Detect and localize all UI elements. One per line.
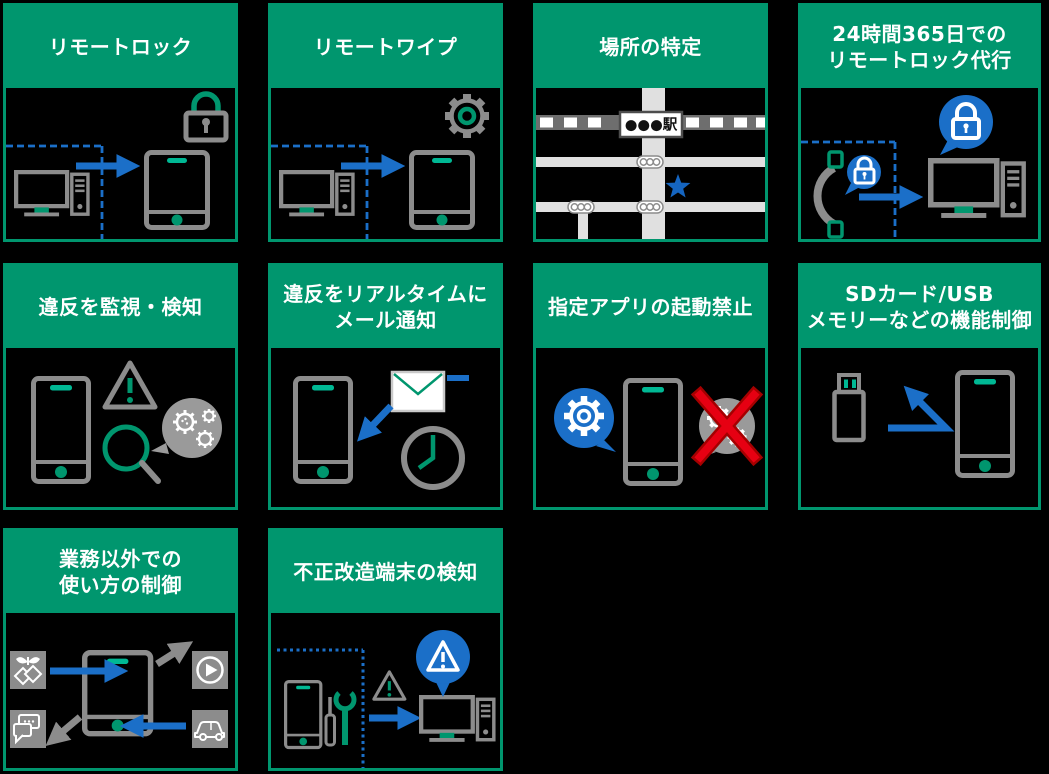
smartphone-icon [34,379,89,482]
card-title: 指定アプリの起動禁止 [536,266,765,348]
envelope-icon [390,370,446,413]
card-title: SDカード/USB メモリーなどの機能制御 [801,266,1038,348]
card-title: 不正改造端末の検知 [271,531,500,613]
card-title-text: 業務以外での 使い方の制御 [59,546,182,597]
app-block-illustration [554,348,764,507]
mail-notice-illustration [271,370,469,490]
station-label: ●●●駅 [625,117,678,134]
card-violation-detect: 違反を監視・検知 [3,263,238,510]
desktop-computer-icon [281,172,353,216]
violation-detect-illustration [6,348,222,484]
card-title: 違反をリアルタイムに メール通知 [271,266,500,348]
lock-service-illustration [801,95,1038,239]
business-app-icon [10,651,46,689]
card-illustration [271,613,500,768]
card-title: リモートロック [6,6,235,88]
gear-bubble-icon [554,388,616,452]
card-title-text: 違反をリアルタイムに メール通知 [283,281,488,332]
gear-icon [445,94,489,138]
card-illustration: ●●●駅 [536,88,765,239]
card-illustration [801,348,1038,507]
warning-triangle-icon [105,363,155,407]
red-cross-icon [690,385,764,467]
card-title-text: 24時間365日での リモートロック代行 [827,21,1012,72]
card-app-launch-block: 指定アプリの起動禁止 [533,263,768,510]
smartphone-icon [284,679,323,750]
lock-bubble-icon [845,155,881,195]
malware-bubble-icon [151,398,222,458]
card-illustration [6,348,235,507]
video-app-icon [192,651,228,689]
phone-handset-icon [813,150,844,239]
card-illustration [271,88,500,239]
lock-icon [183,91,229,143]
usb-memory-icon [832,373,866,443]
desktop-computer-icon [931,161,1024,218]
bounce-arrow-icon [888,385,955,432]
usage-control-illustration [10,641,228,748]
arrow-down-left-icon [357,403,394,442]
traffic-signal-icon [567,200,595,214]
tablet-icon [147,153,208,228]
card-remote-lock: リモートロック [3,3,238,242]
smartphone-icon [296,379,351,482]
remote-lock-illustration [6,91,229,239]
card-illustration [536,348,765,507]
card-title-text: リモートワイプ [313,34,458,59]
desktop-computer-icon [421,697,494,742]
card-illustration [6,613,235,768]
card-title-text: 不正改造端末の検知 [293,559,478,584]
tablet-icon [85,653,151,734]
remote-wipe-illustration [271,94,489,239]
card-title-text: SDカード/USB メモリーなどの機能制御 [806,281,1033,332]
traffic-signal-icon [636,155,664,169]
card-title-text: 指定アプリの起動禁止 [548,294,753,319]
card-title: 24時間365日での リモートロック代行 [801,6,1038,88]
chat-app-icon [10,710,46,748]
card-title-text: 違反を監視・検知 [38,294,203,319]
alert-lock-bubble-icon [939,95,993,155]
sd-usb-illustration [832,348,1038,507]
card-sd-usb-control: SDカード/USB メモリーなどの機能制御 [798,263,1041,510]
card-title: 業務以外での 使い方の制御 [6,531,235,613]
card-usage-control: 業務以外での 使い方の制御 [3,528,238,771]
card-illustration [271,348,500,507]
location-star-icon [665,174,691,198]
warning-triangle-icon [372,670,407,701]
card-illustration [6,88,235,239]
card-remote-wipe: リモートワイプ [268,3,503,242]
card-title-text: リモートロック [48,34,193,59]
card-locate: 場所の特定 [533,3,768,242]
smartphone-icon [958,373,1013,476]
smartphone-icon [626,381,681,484]
screwdriver-icon [324,697,336,747]
wrench-icon [333,691,357,745]
traffic-signal-icon [636,200,664,214]
deny-arrow-icon [45,714,83,747]
station-box: ●●●駅 [618,110,684,139]
alert-bubble-icon [416,630,470,697]
card-title: 違反を監視・検知 [6,266,235,348]
map-illustration: ●●●駅 [536,88,765,239]
card-illustration [801,88,1038,239]
card-title: リモートワイプ [271,6,500,88]
card-tampered-device-detect: 不正改造端末の検知 [268,528,503,771]
car-app-icon [192,710,228,748]
deny-arrow-icon [155,641,194,667]
card-title-text: 場所の特定 [599,34,702,59]
clock-icon [401,426,465,490]
tablet-icon [412,153,473,228]
desktop-computer-icon [16,172,88,216]
magnifier-icon [102,424,161,484]
card-remote-lock-service: 24時間365日での リモートロック代行 [798,3,1041,242]
tamper-detect-illustration [277,630,500,768]
card-violation-mail: 違反をリアルタイムに メール通知 [268,263,503,510]
card-title: 場所の特定 [536,6,765,88]
